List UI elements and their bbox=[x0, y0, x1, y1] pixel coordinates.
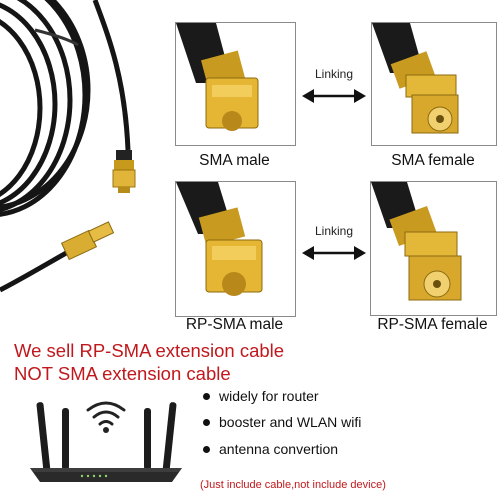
cable-male-connector bbox=[112, 150, 136, 193]
sma-female-connector-icon bbox=[372, 23, 459, 134]
disclaimer-note: (Just include cable,not include device) bbox=[200, 479, 386, 491]
rp-sma-female-image bbox=[370, 181, 497, 316]
sma-male-image bbox=[175, 22, 296, 146]
promo-line-1: We sell RP-SMA extension cable bbox=[14, 340, 285, 361]
caption-rp-sma-female: RP-SMA female bbox=[377, 316, 488, 333]
feature-item: widely for router bbox=[203, 388, 319, 404]
caption-sma-male: SMA male bbox=[199, 152, 270, 169]
router-icon bbox=[30, 401, 182, 482]
bullet-icon bbox=[203, 392, 210, 400]
cable-coil-photo bbox=[0, 0, 136, 293]
feature-item: antenna convertion bbox=[203, 441, 338, 457]
caption-rp-sma-male: RP-SMA male bbox=[185, 316, 284, 333]
wifi-icon bbox=[86, 401, 126, 426]
bullet-icon bbox=[203, 445, 210, 453]
linking-label-bottom: Linking bbox=[315, 224, 354, 238]
double-arrow-icon bbox=[302, 89, 366, 103]
sma-female-image bbox=[371, 22, 497, 146]
rp-sma-male-connector-icon bbox=[176, 182, 263, 296]
sma-male-connector-icon bbox=[176, 23, 259, 131]
feature-item: booster and WLAN wifi bbox=[203, 414, 361, 430]
double-arrow-icon bbox=[302, 246, 366, 260]
linking-label-top: Linking bbox=[315, 67, 354, 81]
caption-sma-female: SMA female bbox=[391, 152, 475, 169]
promo-line-2: NOT SMA extension cable bbox=[14, 363, 231, 384]
bullet-icon bbox=[203, 418, 210, 426]
rp-sma-female-connector-icon bbox=[371, 182, 462, 301]
cable-female-connector bbox=[60, 221, 115, 261]
rp-sma-male-image bbox=[175, 181, 296, 317]
